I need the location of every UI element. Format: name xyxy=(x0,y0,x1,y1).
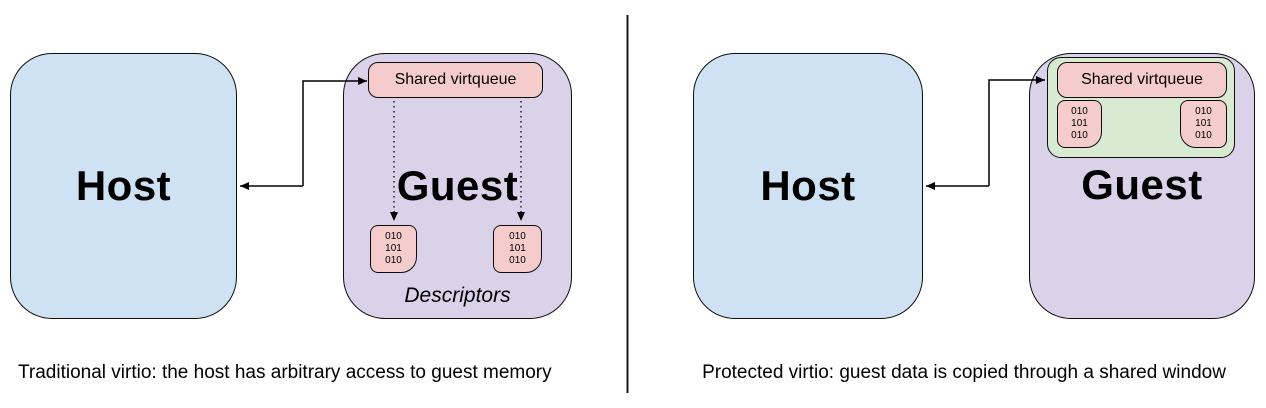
left-shared-virtqueue-label: Shared virtqueue xyxy=(394,71,517,88)
memory-bits-line: 010 xyxy=(1071,106,1088,117)
memory-bits-line: 010 xyxy=(385,231,402,242)
right-host-label: Host xyxy=(760,162,856,209)
right-shared-virtqueue-box: Shared virtqueue xyxy=(1057,62,1227,98)
right-memory-box-1: 010 101 010 xyxy=(1057,100,1102,148)
right-memory-box-2: 010 101 010 xyxy=(1180,100,1227,148)
left-panel: Host Guest Shared virtqueue 010 101 010 … xyxy=(0,0,627,408)
right-shared-virtqueue-label: Shared virtqueue xyxy=(1081,71,1203,88)
memory-bits-line: 010 xyxy=(1071,130,1088,141)
memory-bits-line: 101 xyxy=(385,243,402,254)
left-descriptors-label: Descriptors xyxy=(404,284,511,307)
memory-bits-line: 010 xyxy=(1195,106,1212,117)
memory-bits-line: 010 xyxy=(509,255,526,266)
memory-bits-line: 010 xyxy=(1195,130,1212,141)
left-host-box: Host xyxy=(10,53,237,319)
left-host-label: Host xyxy=(75,162,172,209)
memory-bits-line: 101 xyxy=(1195,118,1212,129)
right-host-box: Host xyxy=(693,53,923,319)
left-memory-box-2: 010 101 010 xyxy=(493,225,542,273)
left-caption: Traditional virtio: the host has arbitra… xyxy=(18,362,552,383)
left-memory-box-1: 010 101 010 xyxy=(370,225,417,273)
memory-bits-line: 010 xyxy=(385,255,402,266)
memory-bits-line: 101 xyxy=(509,243,526,254)
right-caption: Protected virtio: guest data is copied t… xyxy=(702,362,1226,383)
memory-bits-line: 101 xyxy=(1071,118,1088,129)
memory-bits-line: 010 xyxy=(509,231,526,242)
left-shared-virtqueue-box: Shared virtqueue xyxy=(368,62,543,98)
right-panel: Host Guest Shared virtqueue 010 101 010 … xyxy=(627,0,1266,408)
